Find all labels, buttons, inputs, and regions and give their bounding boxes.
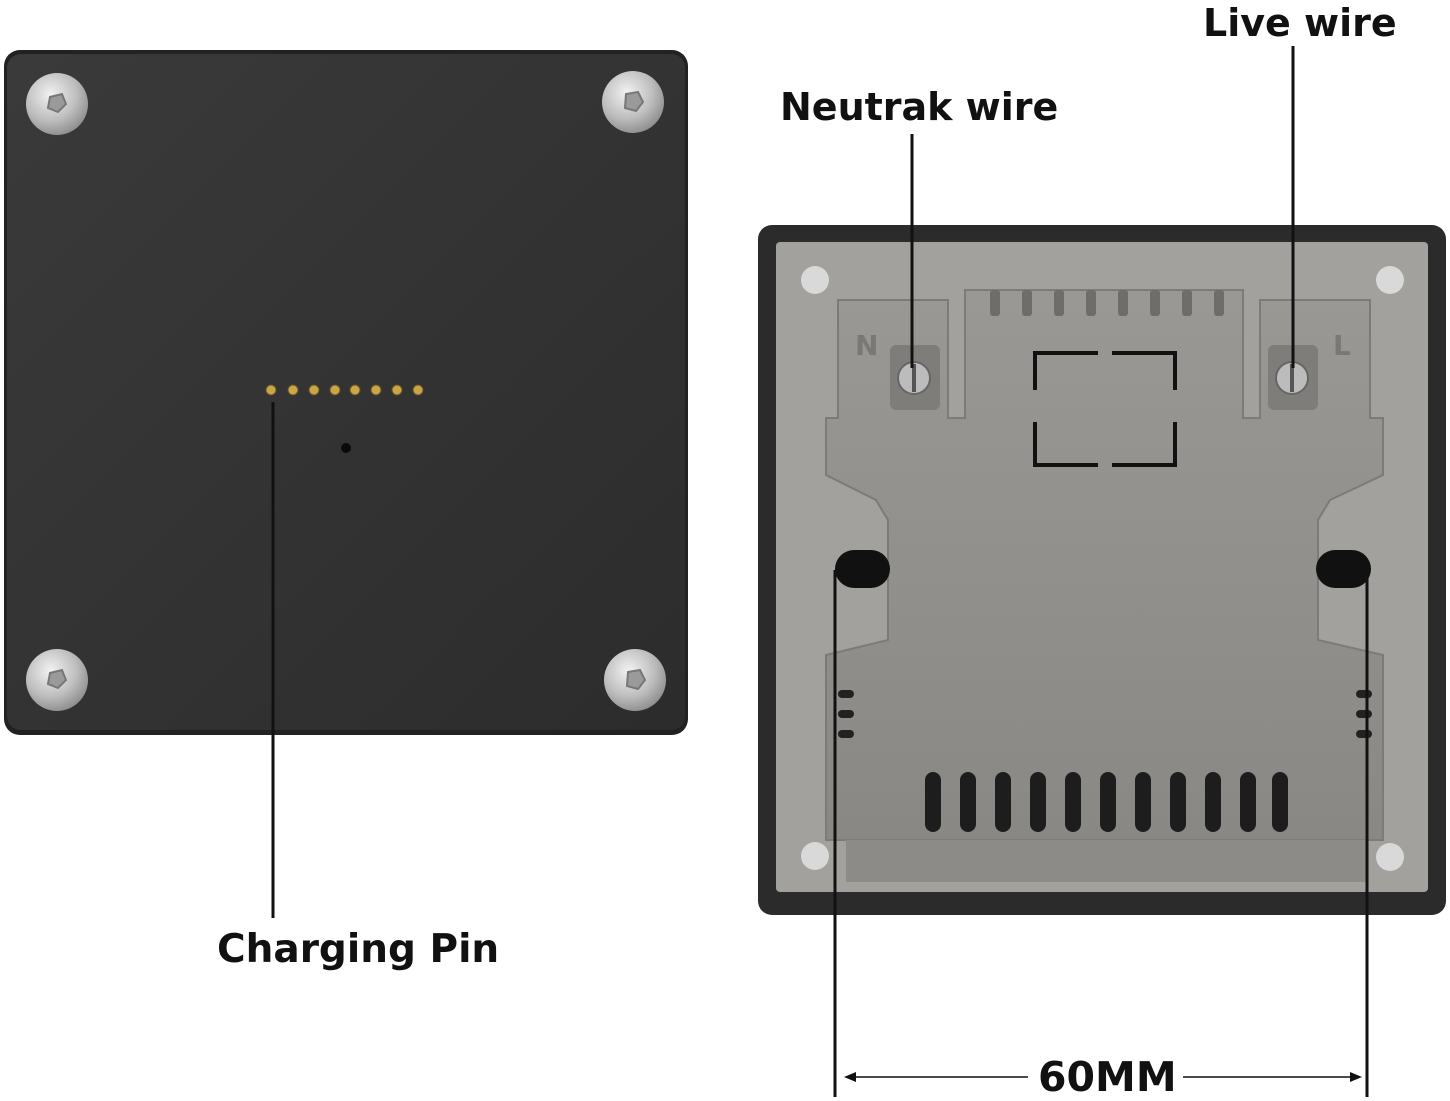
live-terminal [1268,345,1318,410]
charging-pin-row [265,384,424,396]
live-wire-label: Live wire [1203,1,1397,45]
dimension-label: 60MM [1032,1057,1183,1098]
neutral-terminal [890,345,940,410]
dimension-arrow [844,1072,1362,1082]
mount-slot-right [1316,550,1371,588]
center-marker [1033,351,1177,467]
switch-back-frame [758,225,1446,915]
screw-icon [604,649,666,711]
mount-slot-left [835,550,890,588]
terminal-l-label: L [1333,329,1351,362]
neutral-wire-label: Neutrak wire [780,85,1059,129]
back-plate [4,50,688,735]
screw-icon [602,71,664,133]
reset-hole [341,443,351,453]
screw-icon [26,73,88,135]
charging-pin-label: Charging Pin [217,927,500,972]
vent-grille [925,772,1288,832]
terminal-n-label: N [855,329,878,362]
screw-icon [26,649,88,711]
